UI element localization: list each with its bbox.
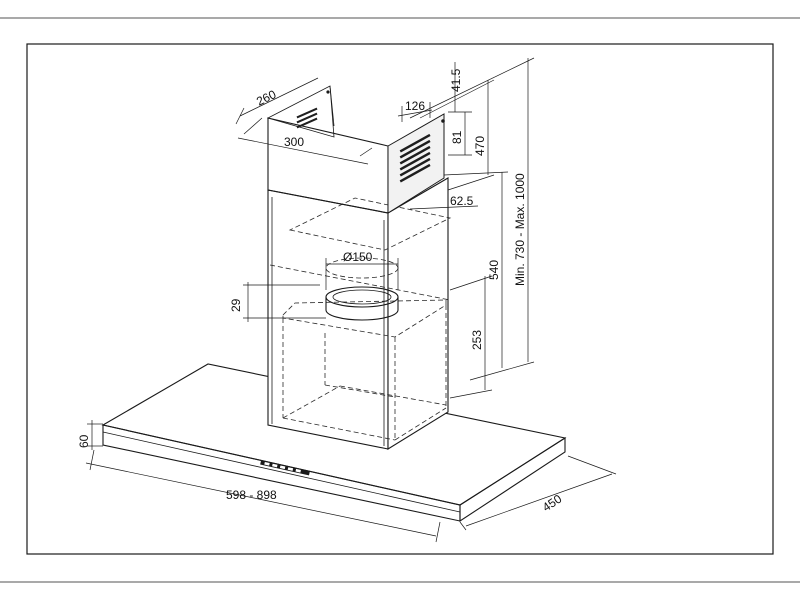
side-vent-slots: [399, 133, 431, 183]
upper-chimney-side: [387, 113, 445, 214]
internal-motor-housing-hidden: [269, 197, 452, 441]
dim-canopy-width: 598 - 898: [226, 488, 277, 502]
dimension-lines: [85, 57, 617, 543]
canopy-front-face: [102, 424, 461, 522]
dim-wall-offset: 62.5: [450, 194, 474, 208]
dim-chimney-depth: 260: [254, 87, 278, 109]
dim-lower-height: 253: [470, 330, 484, 350]
dim-chimney-width: 300: [284, 135, 304, 149]
mounting-hole-2: [326, 90, 330, 94]
upper-chimney: [266, 85, 445, 214]
canopy-side-face: [459, 436, 566, 523]
dim-outlet-spacing: 126: [405, 99, 425, 113]
lower-chimney-side: [387, 177, 449, 450]
lower-chimney: [267, 177, 449, 450]
dim-upper-height: 470: [473, 136, 487, 156]
dim-chimney-height: 540: [487, 260, 501, 280]
dim-min-max-height: Min. 730 - Max. 1000: [513, 173, 527, 286]
canopy: [101, 363, 567, 523]
dim-duct-diameter: Ø150: [343, 250, 373, 264]
dim-canopy-thickness: 60: [77, 434, 91, 448]
drawing-frame: [26, 43, 774, 555]
dim-collar-height: 29: [229, 298, 243, 312]
upper-chimney-back-flange: [266, 85, 335, 138]
control-panel: [260, 460, 310, 476]
canopy-front-inner-line: [102, 431, 461, 513]
dim-canopy-depth: 450: [540, 492, 565, 515]
dim-offset-top: 41.5: [449, 68, 463, 92]
mounting-hole: [441, 119, 445, 123]
rear-vent-slots: [296, 107, 318, 129]
dim-outlet-height: 81: [450, 130, 464, 144]
